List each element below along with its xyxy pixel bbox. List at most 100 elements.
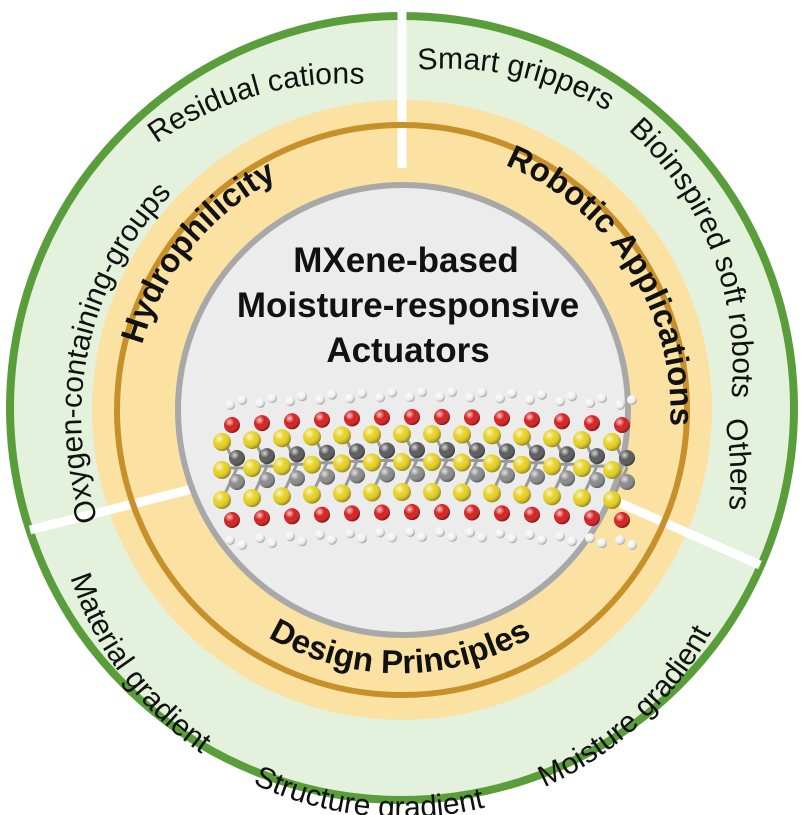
hydrogen-atom-shading: [315, 529, 325, 540]
hydrogen-atom-shading: [495, 393, 505, 404]
surface-atom-shading: [393, 483, 411, 502]
hydrogen-atom-shading: [627, 395, 637, 405]
surface-atom-shading: [513, 455, 531, 474]
surface-atom-shading: [423, 425, 441, 444]
surface-atom-shading: [513, 485, 531, 504]
hydrogen-atom-shading: [555, 531, 565, 542]
surface-atom-shading: [363, 453, 381, 472]
surface-atom-shading: [603, 491, 621, 509]
hydrogen-atom-shading: [387, 532, 397, 543]
hydrogen-atom-shading: [507, 533, 517, 544]
hydrogen-atom-shading: [525, 394, 535, 405]
oxygen-atom-shading: [224, 417, 240, 433]
hydrogen-atom-shading: [267, 393, 277, 404]
hydrogen-atom-shading: [615, 535, 625, 545]
surface-atom-shading: [543, 429, 561, 448]
hydrogen-atom-shading: [585, 533, 595, 544]
oxygen-atom-shading: [554, 413, 570, 430]
hydrogen-atom-shading: [327, 534, 337, 545]
hydrogen-atom-shading: [465, 392, 475, 403]
surface-atom-shading: [483, 454, 501, 473]
hydrogen-atom-shading: [567, 536, 577, 547]
hydrogen-atom-shading: [327, 389, 337, 400]
surface-atom-shading: [483, 484, 501, 503]
metal-atom-shading: [379, 442, 395, 459]
oxygen-atom-shading: [584, 510, 600, 527]
surface-atom-shading: [333, 484, 351, 503]
surface-atom-shading: [603, 461, 621, 479]
surface-atom-shading: [573, 489, 591, 508]
oxygen-atom-shading: [404, 409, 420, 426]
hydrogen-atom-shading: [435, 392, 445, 403]
surface-atom-shading: [543, 487, 561, 506]
hydrogen-atom-shading: [477, 532, 487, 543]
carbon-atom-shading: [229, 474, 245, 490]
surface-atom-shading: [273, 429, 291, 448]
surface-atom-shading: [393, 425, 411, 444]
label-others: Others: [718, 416, 756, 512]
hydrogen-atom-shading: [345, 393, 355, 404]
metal-atom-shading: [559, 446, 575, 463]
surface-atom-shading: [213, 491, 231, 509]
surface-atom-shading: [213, 433, 231, 451]
section-dividers: [28, 12, 762, 570]
metal-atom-shading: [289, 446, 305, 463]
carbon-atom-shading: [409, 466, 425, 483]
hydrogen-atom-shading: [447, 387, 457, 398]
mxene-molecular-structure: [213, 387, 637, 550]
metal-atom-shading: [229, 450, 245, 466]
metal-atom-shading: [259, 448, 275, 465]
oxygen-atom-shading: [224, 512, 240, 528]
oxygen-atom-shading: [614, 417, 630, 433]
center-title-line-1: MXene-based: [293, 241, 519, 280]
metal-atom-shading: [319, 444, 335, 461]
hydrogen-atom-shading: [405, 527, 415, 538]
oxygen-atom-shading: [494, 505, 510, 522]
carbon-atom-shading: [289, 470, 305, 487]
surface-atom-shading: [453, 425, 471, 444]
oxygen-atom-shading: [434, 504, 450, 521]
oxygen-atom-shading: [284, 413, 300, 430]
oxygen-atom-shading: [524, 411, 540, 428]
surface-atom-shading: [423, 483, 441, 502]
carbon-atom-shading: [589, 472, 605, 489]
oxygen-atom-shading: [374, 504, 390, 521]
hydrogen-atom-shading: [555, 396, 565, 407]
oxygen-atom-shading: [494, 410, 510, 427]
hydrogen-atom-shading: [285, 531, 295, 542]
surface-atom-shading: [393, 453, 411, 472]
hydrogen-atom-shading: [285, 396, 295, 407]
carbon-atom-shading: [529, 468, 545, 485]
surface-atom-shading: [273, 457, 291, 476]
hydrogen-atom-shading: [585, 398, 595, 409]
surface-atom-shading: [483, 426, 501, 445]
hydrogen-atom-shading: [465, 527, 475, 538]
hydrogen-atom-shading: [597, 393, 607, 404]
hydrogen-atom-shading: [597, 538, 607, 549]
surface-atom-shading: [303, 427, 321, 446]
oxygen-atom-shading: [314, 506, 330, 523]
metal-atom-shading: [439, 442, 455, 459]
oxygen-atom-shading: [314, 411, 330, 428]
metal-atom-shading: [499, 443, 515, 460]
hydrogen-atom-shading: [375, 527, 385, 538]
surface-atom-shading: [543, 457, 561, 476]
hydrogen-atom-shading: [435, 527, 445, 538]
hydrogen-atom-shading: [507, 388, 517, 399]
hydrogen-atom-shading: [537, 534, 547, 545]
oxygen-atom-shading: [404, 504, 420, 521]
oxygen-atom-shading: [344, 505, 360, 522]
hydrogen-atom-shading: [495, 528, 505, 539]
hydrogen-atom-shading: [297, 536, 307, 547]
hydrogen-atom-shading: [315, 394, 325, 405]
hydrogen-atom-shading: [225, 400, 235, 410]
hydrogen-atom-shading: [357, 533, 367, 544]
surface-atom-shading: [303, 455, 321, 474]
metal-atom-shading: [409, 442, 425, 459]
surface-atom-shading: [573, 431, 591, 450]
surface-atom-shading: [243, 431, 261, 450]
hydrogen-atom-shading: [477, 387, 487, 398]
metal-atom-shading: [529, 444, 545, 461]
metal-atom-shading: [589, 448, 605, 465]
